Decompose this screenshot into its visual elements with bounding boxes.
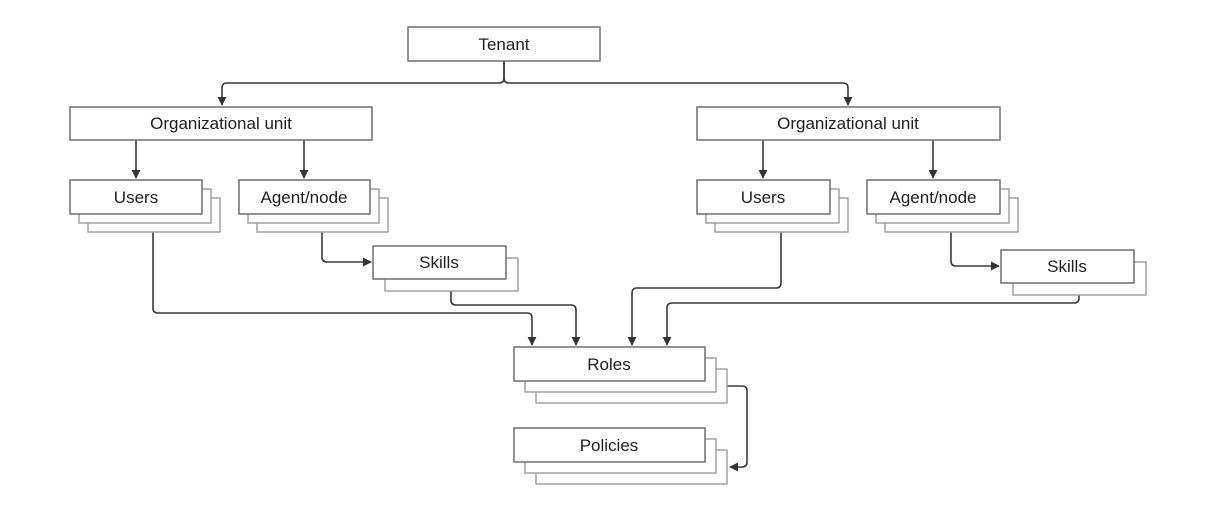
edge-agent-right-skills-right <box>950 232 1000 271</box>
tenant-box <box>407 26 601 62</box>
edge-tenant-ou-left <box>217 61 505 106</box>
ou-left-box <box>69 106 373 141</box>
ou-right-box <box>696 106 1001 141</box>
node-label-users-left: Users <box>114 188 158 207</box>
agent-left-box <box>238 179 371 215</box>
edge-users-left-roles <box>152 232 537 346</box>
node-tenant: Tenant <box>407 26 601 62</box>
edges <box>131 61 1080 472</box>
node-agent-node-left: Agent/node <box>238 179 389 233</box>
edge-tenant-ou-right <box>503 61 853 106</box>
node-label-agent-left: Agent/node <box>261 188 348 207</box>
node-label-ou-left: Organizational unit <box>150 114 292 133</box>
node-organizational-unit-left: Organizational unit <box>69 106 373 141</box>
node-skills-right: Skills <box>1000 249 1147 296</box>
node-label-skills-right: Skills <box>1047 257 1087 276</box>
skills-right-box <box>1000 249 1135 284</box>
node-skills-left: Skills <box>372 245 519 292</box>
roles-box <box>513 346 706 382</box>
edge-skills-right-roles <box>662 295 1080 346</box>
node-label-users-right: Users <box>741 188 785 207</box>
node-organizational-unit-right: Organizational unit <box>696 106 1001 141</box>
node-label-agent-right: Agent/node <box>890 188 977 207</box>
edge-roles-policies <box>727 385 748 472</box>
edge-agent-left-skills-left <box>321 232 372 267</box>
node-label-tenant: Tenant <box>478 35 529 54</box>
edge-skills-left-roles <box>450 291 581 346</box>
node-agent-node-right: Agent/node <box>866 179 1019 233</box>
node-label-ou-right: Organizational unit <box>777 114 919 133</box>
agent-right-box <box>866 179 1001 215</box>
node-label-roles: Roles <box>587 355 630 374</box>
policies-box <box>513 427 706 463</box>
edge-users-right-roles <box>627 232 782 346</box>
node-users-right: Users <box>696 179 849 233</box>
node-users-left: Users <box>69 179 221 233</box>
skills-left-box <box>372 245 507 280</box>
node-roles: Roles <box>513 346 728 404</box>
node-label-policies: Policies <box>580 436 639 455</box>
node-policies: Policies <box>513 427 728 485</box>
users-right-box <box>696 179 831 215</box>
users-left-box <box>69 179 203 215</box>
node-label-skills-left: Skills <box>419 253 459 272</box>
